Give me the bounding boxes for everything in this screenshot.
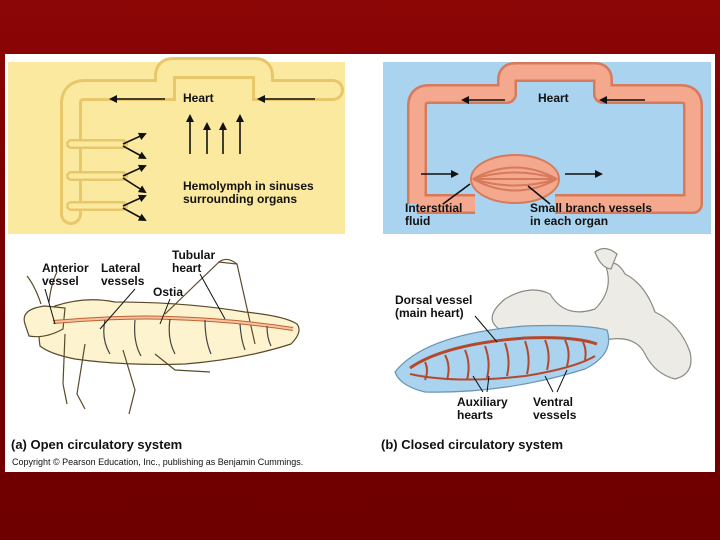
grasshopper-pointer-lines <box>44 273 226 330</box>
earthworm-illustration <box>491 247 692 380</box>
caption-open-system: (a) Open circulatory system <box>11 437 183 452</box>
earthworm-pointer-lines <box>472 315 568 393</box>
hemolymph-label: Hemolymph in sinuses surrounding organs <box>183 179 314 206</box>
figure-artwork <box>8 57 711 415</box>
open-system-vessel <box>60 57 344 225</box>
dorsal-vessel-label: Dorsal vessel (main heart) <box>395 293 473 320</box>
closed-system-vessel <box>407 62 703 214</box>
caption-closed-system: (b) Closed circulatory system <box>381 437 564 452</box>
grasshopper-heart <box>52 315 294 357</box>
small-branch-vessels-label: Small branch vessels in each organ <box>530 201 653 228</box>
tubular-heart-label: Tubular heart <box>172 248 216 275</box>
panel-a-heart-label: Heart <box>183 91 214 105</box>
anterior-vessel-label: Anterior vessel <box>42 261 89 288</box>
closed-system-flow-arrows <box>421 96 645 205</box>
auxiliary-hearts-label: Auxiliary hearts <box>457 395 508 422</box>
copyright-text: Copyright © Pearson Education, Inc., pub… <box>12 457 304 467</box>
earthworm-section <box>394 324 610 393</box>
open-system-flow-arrows <box>109 95 315 221</box>
slide-content: Heart Hemolymph in sinuses surrounding o… <box>5 54 715 472</box>
lateral-vessels-label: Lateral vessels <box>101 261 145 288</box>
ostia-label: Ostia <box>153 285 184 299</box>
interstitial-fluid-label: Interstitial fluid <box>405 201 463 228</box>
ventral-vessels-label: Ventral vessels <box>533 395 577 422</box>
panel-b-heart-label: Heart <box>538 91 569 105</box>
